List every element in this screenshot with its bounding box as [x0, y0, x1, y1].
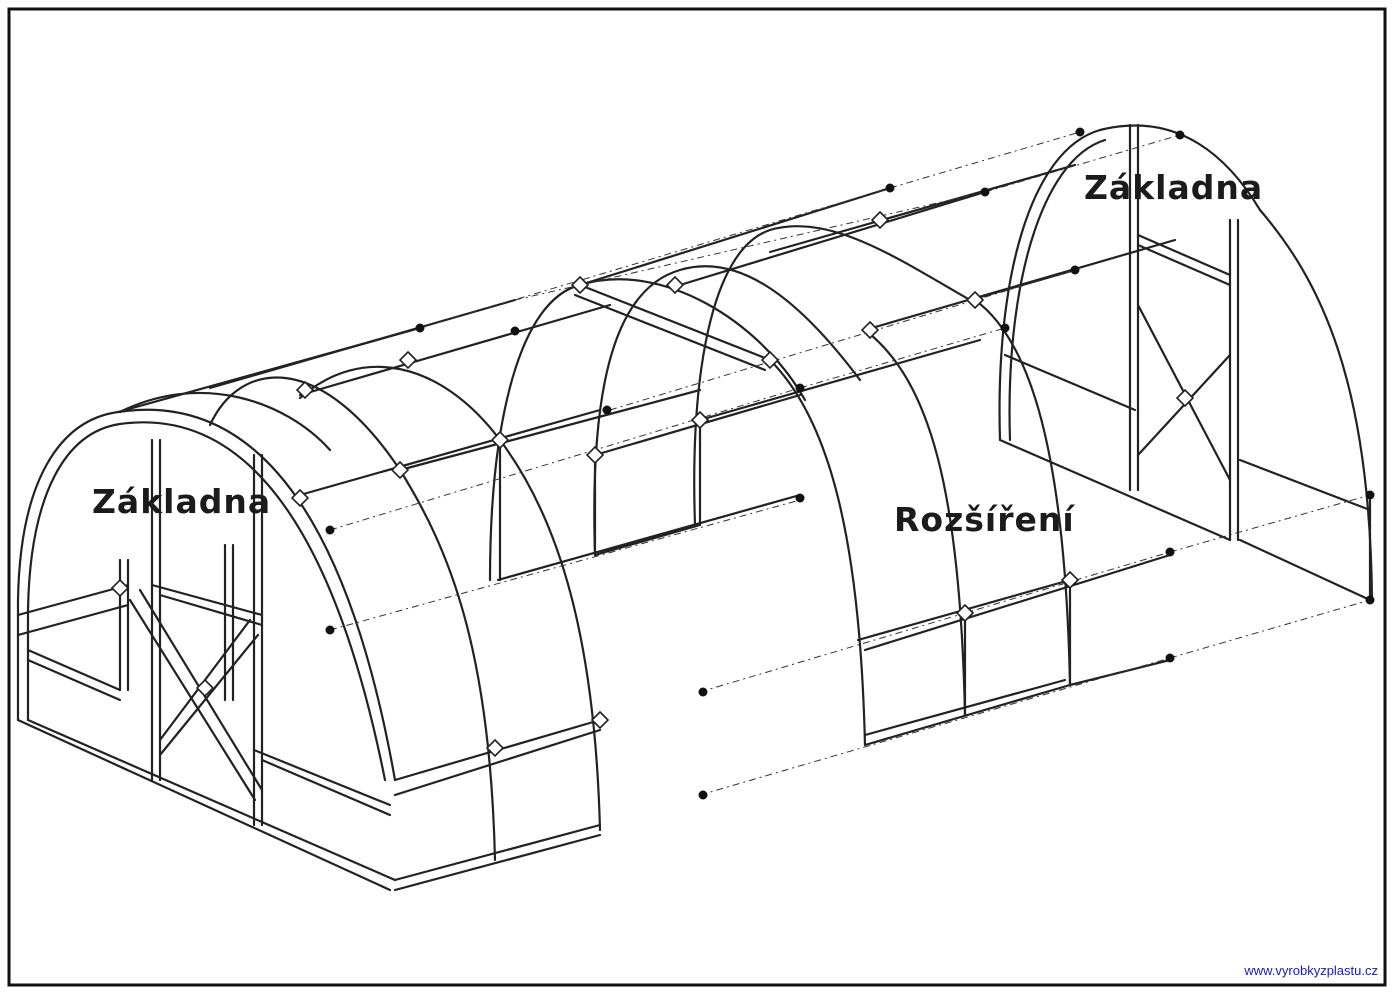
website-watermark: www.vyrobkyzplastu.cz	[1244, 963, 1378, 978]
front-base-label: Základna	[92, 482, 272, 521]
extension-frame	[768, 298, 1172, 747]
front-base-frame	[16, 391, 602, 892]
roof-purlins	[116, 163, 1177, 497]
back-base-label: Základna	[1084, 168, 1264, 207]
extension-guide-lines	[329, 131, 1371, 796]
joint-plates	[110, 210, 1195, 758]
extension-label: Rozšíření	[894, 500, 1075, 539]
back-base-frame	[998, 123, 1374, 602]
connector-points	[325, 127, 1375, 800]
drawing-border	[7, 7, 1387, 987]
